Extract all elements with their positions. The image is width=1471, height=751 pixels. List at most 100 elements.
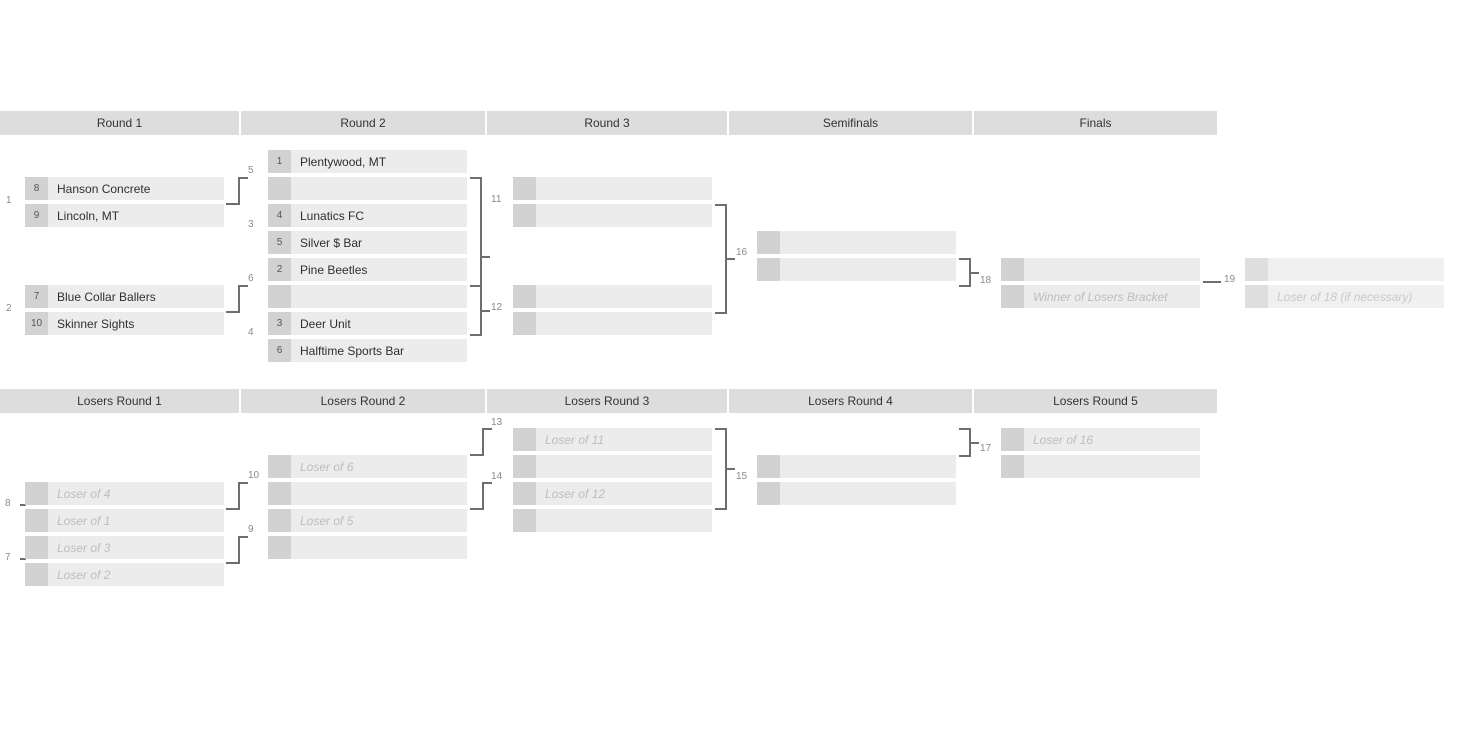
match-number-11: 11 [491,194,502,205]
team-name: Blue Collar Ballers [48,285,224,308]
team-name [536,285,712,308]
seed-badge [757,482,780,505]
team-name: Pine Beetles [291,258,467,281]
seed-badge: 10 [25,312,48,335]
match-12-slot-1[interactable] [513,312,712,335]
match-15-slot-0[interactable] [757,455,956,478]
team-name [780,258,956,281]
match-12[interactable] [513,285,712,335]
match-number-6: 6 [248,273,254,284]
match-7-slot-1[interactable]: Loser of 2 [25,563,224,586]
match-8[interactable]: Loser of 4 Loser of 1 [25,482,224,532]
match-13-slot-1[interactable] [513,455,712,478]
seed-badge [1245,258,1268,281]
match-14[interactable]: Loser of 12 [513,482,712,532]
match-number-3: 3 [248,219,254,230]
seed-badge [25,509,48,532]
match-8-slot-0[interactable]: Loser of 4 [25,482,224,505]
match-number-2: 2 [6,303,12,314]
connector-17 [959,428,983,457]
match-11[interactable] [513,177,712,227]
team-name: Plentywood, MT [291,150,467,173]
seed-badge [513,204,536,227]
seed-badge [25,563,48,586]
seed-badge [268,482,291,505]
match-13-slot-0[interactable]: Loser of 11 [513,428,712,451]
match-19-slot-0[interactable] [1245,258,1444,281]
seed-badge [513,285,536,308]
match-9-slot-0[interactable]: Loser of 5 [268,509,467,532]
match-18[interactable]: Winner of Losers Bracket [1001,258,1200,308]
match-18-slot-0[interactable] [1001,258,1200,281]
match-19[interactable]: Loser of 18 (if necessary) [1245,258,1444,308]
team-name [536,312,712,335]
connector-13 [470,428,492,456]
team-name: Loser of 5 [291,509,467,532]
match-number-5: 5 [248,165,254,176]
team-name [1024,258,1200,281]
match-18-slot-1[interactable]: Winner of Losers Bracket [1001,285,1200,308]
match-number-13: 13 [491,417,503,428]
match-8-slot-1[interactable]: Loser of 1 [25,509,224,532]
team-name: Silver $ Bar [291,231,467,254]
match-15-slot-1[interactable] [757,482,956,505]
match-11-slot-1[interactable] [513,204,712,227]
connector-15 [715,428,739,510]
match-10-slot-0[interactable]: Loser of 6 [268,455,467,478]
losers-header-0: Losers Round 1 [0,389,239,413]
seed-badge: 4 [268,204,291,227]
winners-header-3: Semifinals [729,111,972,135]
match-14-slot-1[interactable] [513,509,712,532]
match-13[interactable]: Loser of 11 [513,428,712,478]
match-15[interactable] [757,455,956,505]
match-14-slot-0[interactable]: Loser of 12 [513,482,712,505]
match-11-slot-0[interactable] [513,177,712,200]
losers-header-1: Losers Round 2 [241,389,485,413]
seed-badge [757,455,780,478]
connector-9 [226,536,248,564]
connector-5 [226,177,248,205]
match-7[interactable]: Loser of 3 Loser of 2 [25,536,224,586]
match-10[interactable]: Loser of 6 [268,455,467,505]
match-10-slot-1[interactable] [268,482,467,505]
team-name: Loser of 2 [48,563,224,586]
match-9-slot-1[interactable] [268,536,467,559]
match-16-slot-0[interactable] [757,231,956,254]
match-number-19: 19 [1224,274,1236,285]
match-16[interactable] [757,231,956,281]
match-9[interactable]: Loser of 5 [268,509,467,559]
match-17-slot-0[interactable]: Loser of 16 [1001,428,1200,451]
match-5-slot-1[interactable] [268,177,467,200]
losers-header-3: Losers Round 4 [729,389,972,413]
match-6-slot-1[interactable] [268,285,467,308]
team-name: Hanson Concrete [48,177,224,200]
match-17[interactable]: Loser of 16 [1001,428,1200,478]
match-19-slot-1[interactable]: Loser of 18 (if necessary) [1245,285,1444,308]
match-7-slot-0[interactable]: Loser of 3 [25,536,224,559]
match-number-15: 15 [736,471,748,482]
seed-badge [513,177,536,200]
seed-badge: 9 [25,204,48,227]
match-16-slot-1[interactable] [757,258,956,281]
match-17-slot-1[interactable] [1001,455,1200,478]
team-name [536,455,712,478]
match-12-slot-0[interactable] [513,285,712,308]
team-name: Loser of 6 [291,455,467,478]
seed-badge: 2 [268,258,291,281]
